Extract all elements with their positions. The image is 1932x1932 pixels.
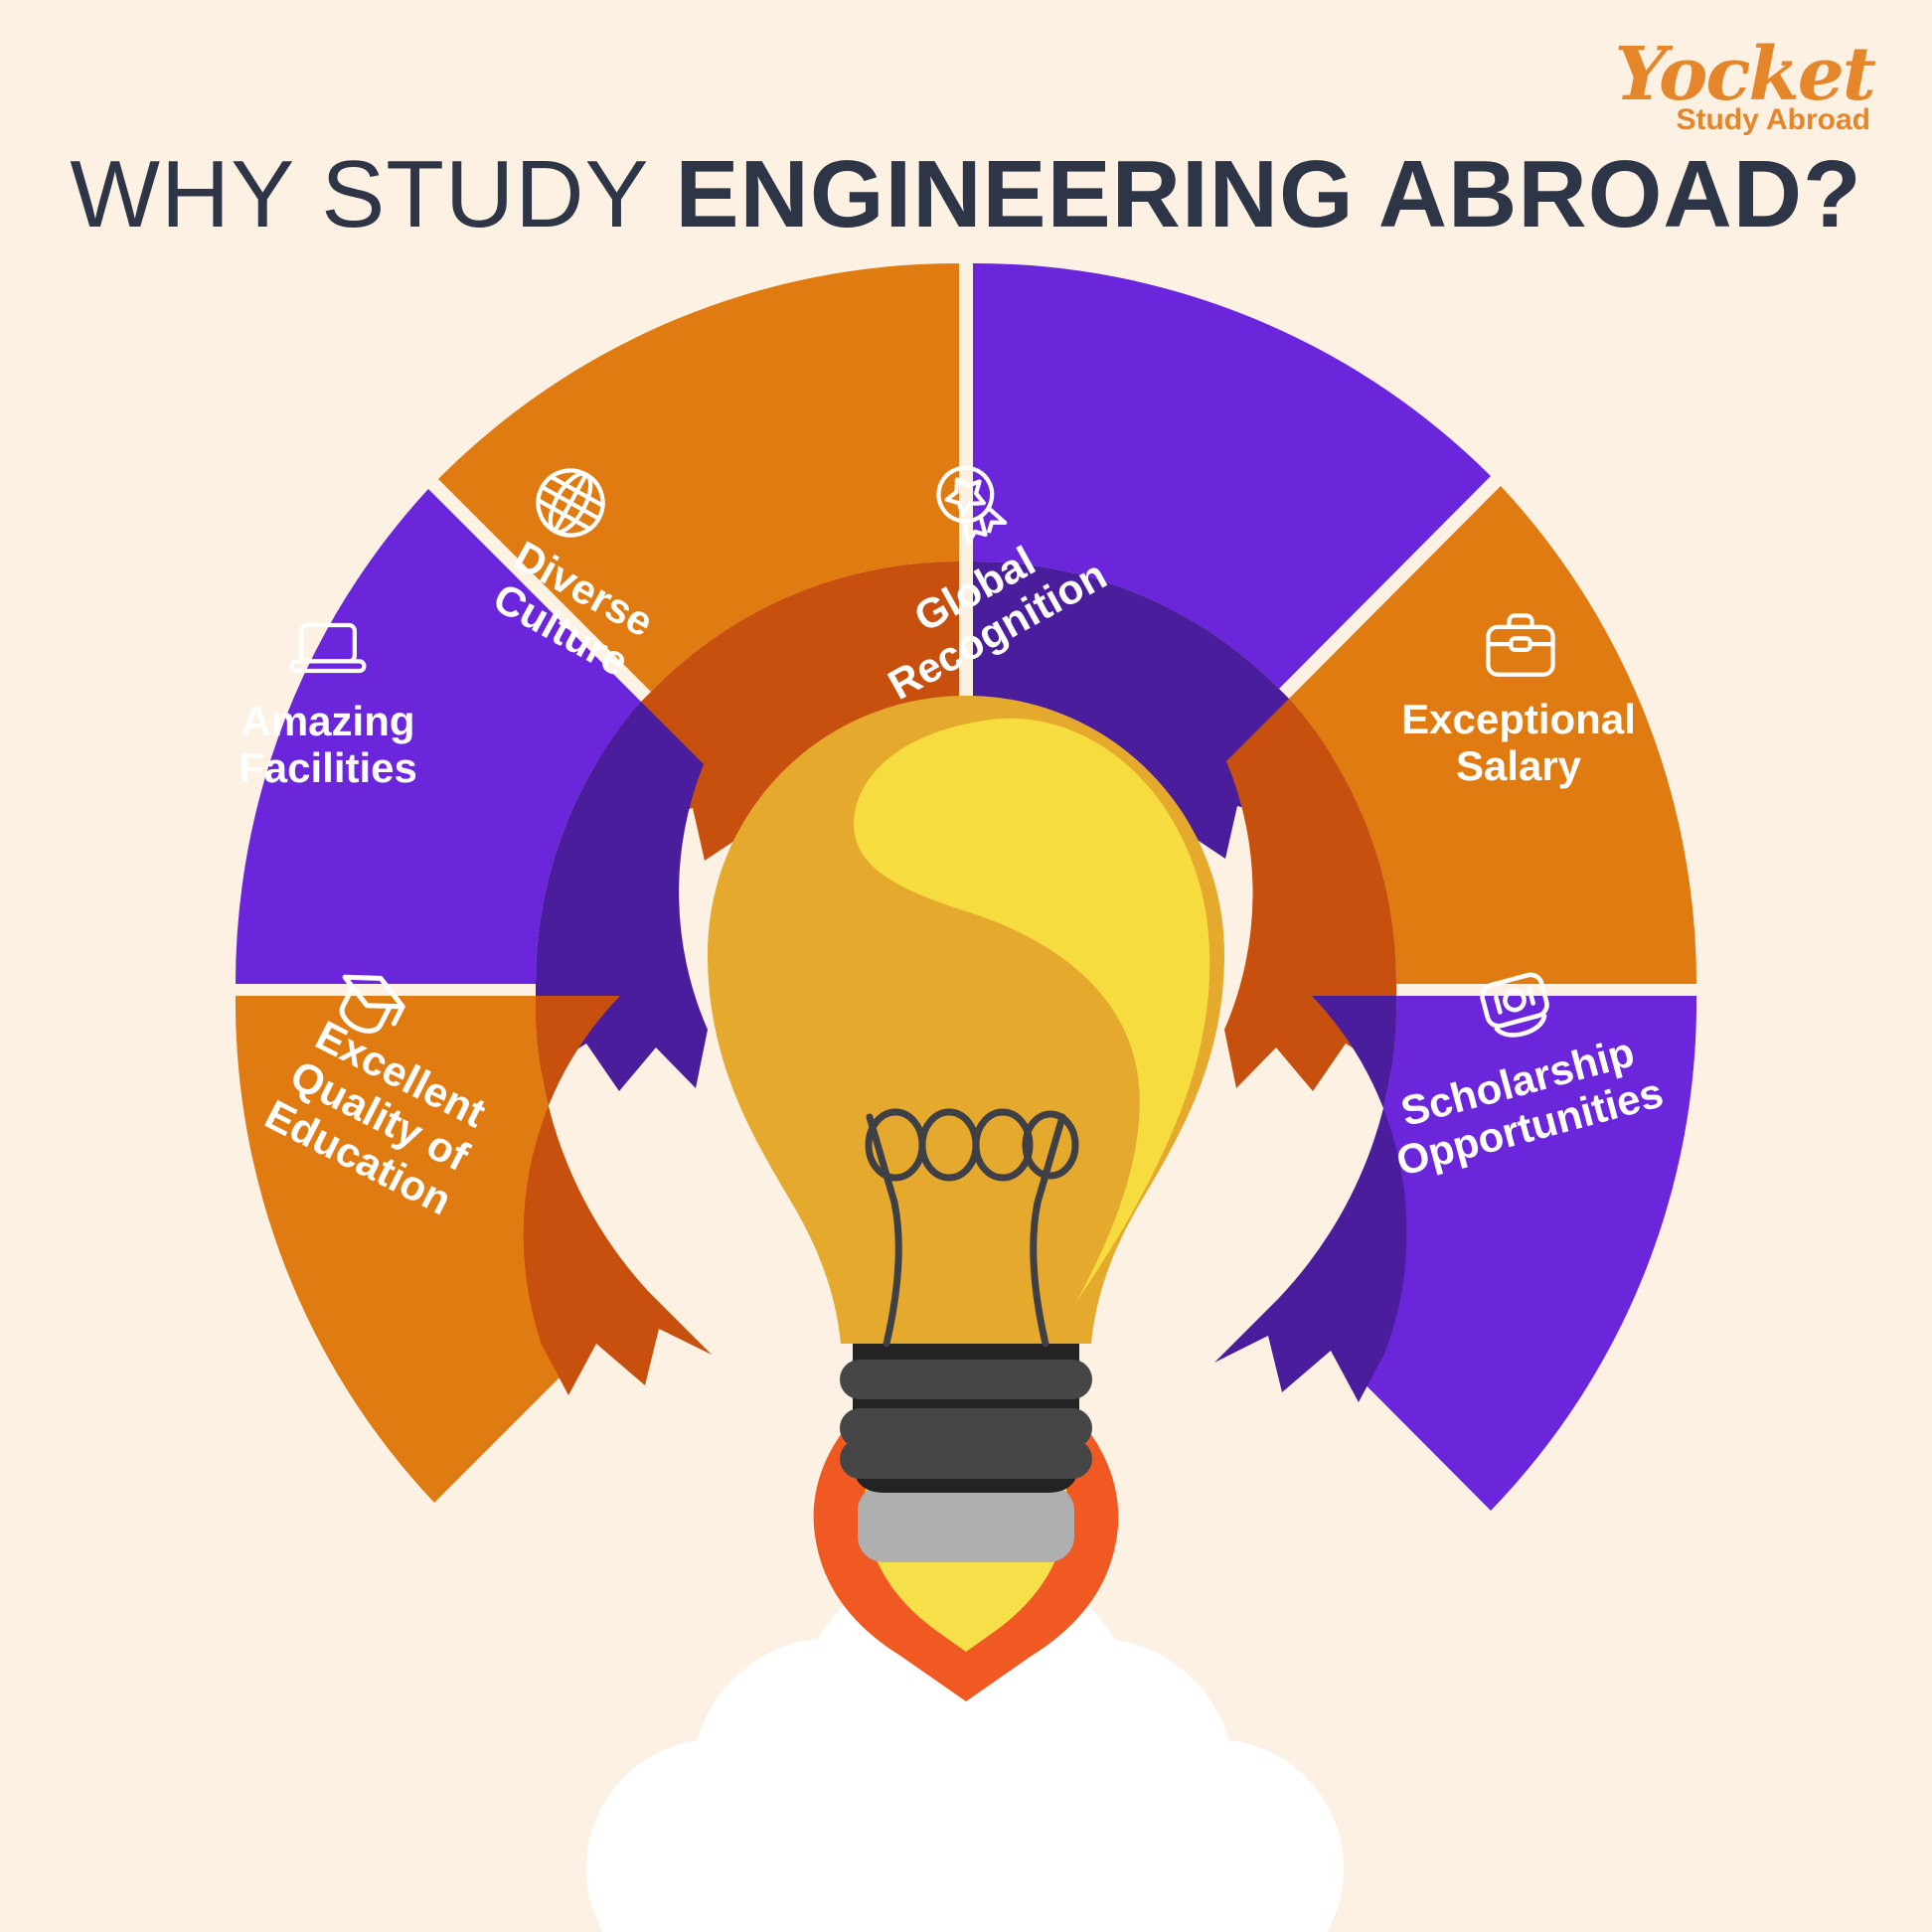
brand-tagline: Study Abroad xyxy=(1676,103,1870,136)
segment-exceptional-salary-body xyxy=(1289,486,1696,984)
segment-amazing-facilities-body xyxy=(235,489,641,984)
bulb-screw-base xyxy=(840,1344,1092,1493)
lightbulb-rocket xyxy=(586,696,1344,1932)
brand-logo: Yocket Study Abroad xyxy=(1614,32,1876,136)
page-title: WHY STUDY ENGINEERING ABROAD? xyxy=(0,147,1932,242)
segment-excellent-quality-education-inner-band xyxy=(523,996,712,1395)
segment-exceptional-salary-inner-band xyxy=(1224,699,1397,1091)
page-title-light: WHY STUDY xyxy=(70,141,676,247)
segment-amazing-facilities[interactable] xyxy=(235,489,708,1091)
money-note-icon xyxy=(1461,952,1573,1064)
segment-scholarship-opportunities-inner-band xyxy=(1214,996,1407,1402)
segment-exceptional-salary[interactable] xyxy=(1224,486,1696,1091)
award-badge-icon xyxy=(907,440,1032,564)
briefcase-icon xyxy=(1475,600,1566,692)
brand-name: Yocket xyxy=(1614,32,1876,117)
bulb-collar xyxy=(858,1485,1074,1562)
segment-diverse-culture-body xyxy=(438,262,959,692)
segment-scholarship-opportunities[interactable] xyxy=(1214,996,1697,1511)
bulb-glass xyxy=(708,696,1224,1348)
segment-excellent-quality-of-education[interactable] xyxy=(235,996,712,1503)
segment-amazing-facilities-inner-band xyxy=(535,702,708,1091)
laptop-icon xyxy=(282,602,374,694)
segment-global-recognition-body xyxy=(973,262,1491,689)
globe-icon xyxy=(508,440,632,564)
graduation-cap-icon xyxy=(306,942,429,1065)
page-title-bold: ENGINEERING ABROAD? xyxy=(675,141,1862,247)
